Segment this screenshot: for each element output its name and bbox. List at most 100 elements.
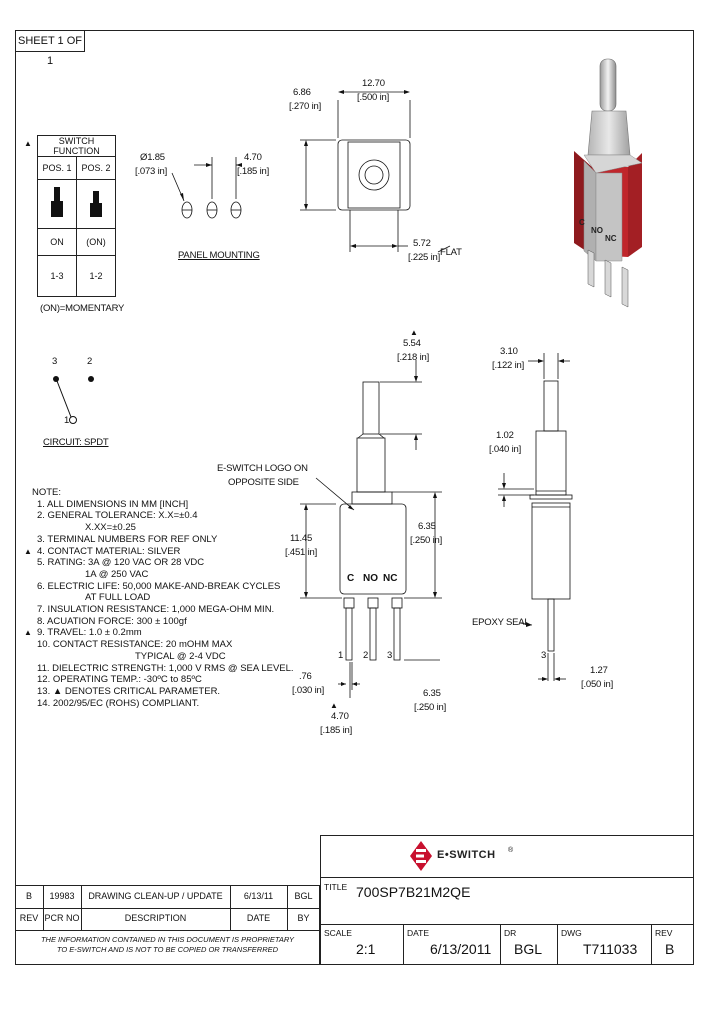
top-width-mm: 12.70	[362, 78, 385, 89]
brand-registered-mark: ®	[508, 847, 514, 854]
rev-value: B	[25, 891, 32, 901]
part-number-title: 700SP7B21M2QE	[356, 884, 471, 900]
note-text: 9. TRAVEL: 1.0 ± 0.2mm	[37, 627, 142, 639]
panel-mounting-label: PANEL MOUNTING	[178, 250, 260, 261]
pos1-header: POS. 1	[37, 156, 77, 180]
note-line: ▲4. CONTACT MATERIAL: SILVER	[24, 546, 294, 558]
side-view-drawing	[498, 353, 573, 681]
body-height-in: [.451 in]	[285, 547, 318, 558]
revision-block	[15, 885, 320, 965]
note-line: 7. INSULATION RESISTANCE: 1,000 MEGA-OHM…	[33, 604, 294, 616]
circuit-pin-3: 3	[52, 356, 58, 367]
mount-dia-mm: Ø1.85	[140, 152, 165, 163]
note-text: 2. GENERAL TOLERANCE: X.X=±0.4	[37, 510, 198, 522]
note-text: NOTE:	[32, 487, 62, 498]
base-height-mm: 6.35	[418, 521, 436, 532]
date-label: DATE	[407, 928, 430, 938]
by-header: BY	[297, 913, 310, 923]
pos2-lever-icon	[76, 179, 116, 229]
mount-spacing-mm: 4.70	[244, 152, 262, 163]
title-block	[320, 835, 694, 965]
top-height-in: [.270 in]	[289, 101, 322, 112]
note-line: TYPICAL @ 2-4 VDC	[33, 651, 294, 663]
pin-length-in: [.250 in]	[414, 702, 447, 713]
proprietary-line2: TO E-SWITCH AND IS NOT TO BE COPIED OR T…	[56, 945, 279, 954]
pin-length-mm: 6.35	[423, 688, 441, 699]
top-view-drawing	[300, 90, 451, 253]
note-line: 6. ELECTRIC LIFE: 50,000 MAKE-AND-BREAK …	[33, 581, 294, 593]
drawn-by-label: DR	[504, 928, 517, 938]
note-line: NOTE:	[32, 487, 294, 499]
pos1-lever-icon	[37, 179, 77, 229]
pin-pitch-mm: 4.70	[331, 711, 349, 722]
note-text: 13. ▲ DENOTES CRITICAL PARAMETER.	[37, 685, 221, 697]
brand-name: E•SWITCH	[437, 849, 496, 861]
pos2-header: POS. 2	[76, 156, 116, 180]
note-line: 3. TERMINAL NUMBERS FOR REF ONLY	[33, 534, 294, 546]
note-line: 1. ALL DIMENSIONS IN MM [INCH]	[33, 499, 294, 511]
note-line: 14. 2002/95/EC (ROHS) COMPLIANT.	[33, 698, 294, 710]
note-text: AT FULL LOAD	[85, 592, 151, 604]
svg-text:C: C	[579, 218, 585, 227]
pcr-value: 19983	[49, 891, 75, 901]
mount-dia-in: [.073 in]	[135, 166, 168, 177]
note-line: 11. DIELECTRIC STRENGTH: 1,000 V RMS @ S…	[33, 663, 294, 675]
flat-label: FLAT	[440, 247, 462, 258]
side-pin-thickness-in: [.050 in]	[581, 679, 614, 690]
lever-critical-marker: ▲	[410, 328, 418, 337]
pitch-critical-marker: ▲	[330, 701, 338, 710]
pos2-state: (ON)	[76, 228, 116, 256]
pos1-connection: 1-3	[37, 255, 77, 297]
note-text: 1. ALL DIMENSIONS IN MM [INCH]	[37, 498, 189, 510]
svg-text:NO: NO	[363, 573, 378, 584]
pos1-state: ON	[37, 228, 77, 256]
side-pin-3: 3	[541, 650, 547, 661]
by-value: BGL	[294, 891, 313, 901]
side-pin-thickness-mm: 1.27	[590, 665, 608, 676]
scale-value: 2:1	[356, 941, 376, 957]
note-critical-marker: ▲	[24, 546, 32, 556]
circuit-pin-2: 2	[87, 356, 93, 367]
note-text: 5. RATING: 3A @ 120 VAC OR 28 VDC	[37, 557, 205, 569]
side-lever-width-in: [.122 in]	[492, 360, 525, 371]
description-value: DRAWING CLEAN-UP / UPDATE	[88, 891, 223, 901]
critical-marker: ▲	[24, 139, 32, 148]
rev-label: REV	[655, 928, 673, 938]
note-text: 10. CONTACT RESISTANCE: 20 mOHM MAX	[37, 639, 233, 651]
note-critical-marker: ▲	[24, 628, 32, 638]
note-line: X.XX=±0.25	[33, 522, 294, 534]
note-line: ▲ 9. TRAVEL: 1.0 ± 0.2mm	[24, 627, 294, 639]
date-value: 6/13/11	[243, 891, 274, 901]
pin-width-mm: .76	[299, 671, 312, 682]
pos2-connection: 1-2	[76, 255, 116, 297]
note-line: 2. GENERAL TOLERANCE: X.X=±0.4	[33, 510, 294, 522]
note-text: 3. TERMINAL NUMBERS FOR REF ONLY	[37, 533, 218, 545]
epoxy-seal-label: EPOXY SEAL	[472, 617, 530, 628]
panel-mounting-drawing	[171, 157, 242, 219]
base-height-in: [.250 in]	[410, 535, 443, 546]
note-text: 6. ELECTRIC LIFE: 50,000 MAKE-AND-BREAK …	[37, 580, 281, 592]
pcr-header: PCR NO	[44, 913, 80, 923]
note-text: 14. 2002/95/EC (ROHS) COMPLIANT.	[37, 697, 200, 709]
switch-function-header: SWITCH FUNCTION	[37, 135, 116, 157]
flat-mm: 5.72	[413, 238, 431, 249]
side-collar-in: [.040 in]	[489, 444, 522, 455]
svg-text:NC: NC	[605, 234, 617, 243]
circuit-label: CIRCUIT: SPDT	[43, 437, 109, 448]
note-text: 7. INSULATION RESISTANCE: 1,000 MEGA-OHM…	[37, 604, 275, 616]
pin-pitch-in: [.185 in]	[320, 725, 353, 736]
circuit-pin-1: 1	[64, 415, 70, 426]
lever-height-in: [.218 in]	[397, 352, 430, 363]
note-line: 8. ACUATION FORCE: 300 ± 100gf	[33, 616, 294, 628]
switch-3d-render: C NO NC	[574, 58, 643, 308]
note-text: 12. OPERATING TEMP.: -30ºC to 85ºC	[37, 674, 202, 686]
date-header: DATE	[246, 913, 271, 923]
dwg-label: DWG	[561, 928, 582, 938]
logo-note-line1: E-SWITCH LOGO ON	[217, 463, 308, 474]
top-width-in: [.500 in]	[357, 92, 390, 103]
note-text: X.XX=±0.25	[85, 522, 136, 534]
svg-text:NO: NO	[591, 226, 603, 235]
note-text: 1A @ 250 VAC	[85, 568, 149, 580]
note-text: 8. ACUATION FORCE: 300 ± 100gf	[37, 615, 187, 627]
side-collar-mm: 1.02	[496, 430, 514, 441]
